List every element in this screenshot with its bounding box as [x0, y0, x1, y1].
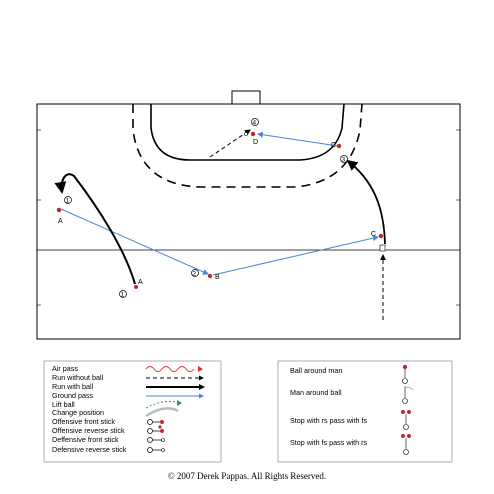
player-2-number: 2	[193, 271, 197, 278]
legend-left: Air pass Run without ball Run with ball …	[43, 360, 222, 463]
player-5-stick	[56, 207, 62, 213]
player-4-stick	[250, 131, 256, 137]
player-4[interactable]: 4 D	[244, 118, 259, 147]
air-pass-sample	[145, 366, 195, 372]
legend-defensive-front-stick: Deffensive front stick	[52, 435, 119, 444]
player-1[interactable]: 1 A	[119, 279, 144, 299]
player-4-number: 4	[253, 120, 257, 127]
player-3-stick	[378, 233, 384, 239]
legend-right: Ball around man Man around ball Stop wit…	[277, 360, 453, 463]
legend-change-position: Change position	[52, 408, 104, 417]
player-4-marker	[251, 118, 259, 126]
legend-stop-rs-pass-fs: Stop with rs pass with fs	[290, 416, 367, 425]
legend-ball-around-man: Ball around man	[290, 366, 342, 375]
copyright-notice: © 2007 Derek Pappas. All Rights Reserved…	[167, 471, 327, 481]
player-2-role: B	[215, 274, 220, 281]
ground-pass-3	[257, 131, 339, 147]
legend-lift-ball: Lift ball	[52, 400, 75, 409]
player-6-number: 3	[342, 157, 346, 164]
def-reverse-stick-sample	[147, 447, 153, 453]
ball-around-man-sample	[402, 364, 408, 370]
player-6-role: C	[331, 142, 336, 149]
player-5[interactable]: 1 A	[56, 196, 72, 226]
player-1-stick	[134, 285, 138, 289]
player-4-role: D	[253, 139, 258, 146]
legend-offensive-reverse-stick: Offensive reverse stick	[52, 426, 125, 435]
player-1-role: A	[138, 279, 143, 286]
player-5-role: A	[58, 218, 63, 225]
legend-man-around-ball: Man around ball	[290, 388, 342, 397]
player-2-stick	[207, 273, 213, 279]
player-2-marker	[191, 269, 199, 277]
player-6-marker	[340, 155, 348, 163]
player-1-marker	[119, 290, 127, 298]
player-1-number: 1	[121, 292, 125, 299]
run-with-ball-2	[346, 159, 386, 245]
stop-rs-pass-fs-sample	[401, 410, 405, 414]
movements	[54, 129, 386, 320]
legend-offensive-front-stick: Offensive front stick	[52, 417, 115, 426]
player-2[interactable]: 2 B	[191, 269, 221, 282]
goal	[231, 90, 261, 105]
player-3-role: C	[371, 231, 376, 238]
change-position-sample	[145, 407, 179, 418]
run-with-ball-1	[54, 173, 136, 285]
player-4-ball	[244, 132, 248, 136]
field-boundary	[36, 103, 461, 340]
stop-fs-pass-rs-sample	[401, 434, 405, 438]
ground-pass-2	[212, 235, 379, 276]
off-front-stick-sample	[147, 419, 153, 425]
player-6-stick	[336, 143, 342, 149]
player-6[interactable]: C 3	[331, 142, 348, 164]
legend-run-without-ball: Run without ball	[52, 373, 104, 382]
legend-stop-fs-pass-rs: Stop with fs pass with rs	[290, 438, 367, 447]
dashed-circle	[132, 103, 363, 188]
legend-defensive-reverse-stick: Defensive reverse stick	[52, 445, 127, 454]
legend-air-pass: Air pass	[52, 364, 78, 373]
players: 1 A 2 B C 4 D 1 A	[56, 118, 386, 299]
legend-ground-pass: Ground pass	[52, 391, 94, 400]
player-3-marker	[379, 244, 386, 252]
def-front-stick-sample	[147, 437, 153, 443]
off-reverse-stick-sample	[147, 428, 153, 434]
legend-right-box	[277, 360, 453, 463]
player-5-number: 1	[66, 198, 70, 205]
player-5-marker	[64, 196, 72, 204]
legend-run-with-ball: Run with ball	[52, 382, 94, 391]
shooting-circle	[150, 103, 345, 161]
ground-pass-1	[60, 208, 209, 275]
player-3[interactable]: C	[371, 231, 386, 252]
field	[36, 90, 461, 340]
run-without-ball-2	[209, 129, 251, 158]
